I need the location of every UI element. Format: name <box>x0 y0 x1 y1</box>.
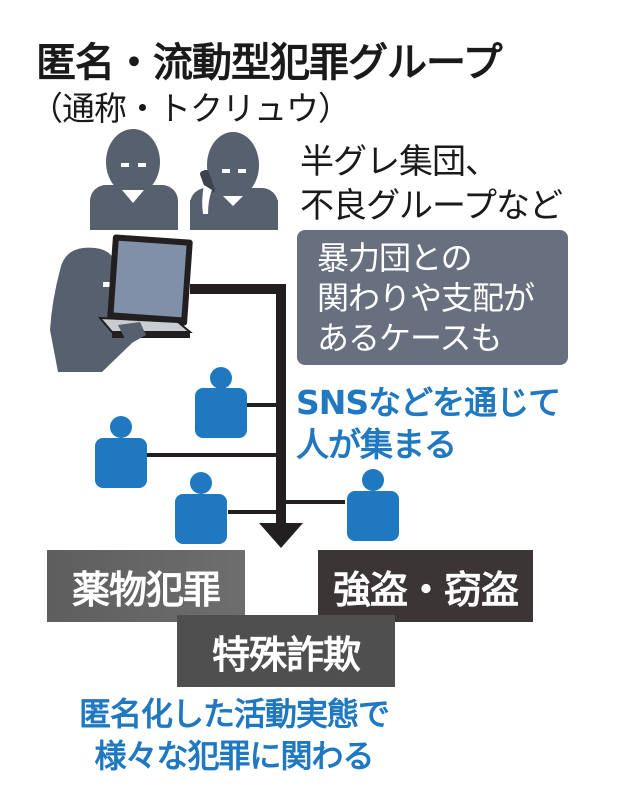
sns-note: SNSなどを通じて 人が集まる <box>296 382 561 466</box>
person-icon <box>175 472 227 544</box>
conclusion-text: 匿名化した活動実態で 様々な犯罪に関わる <box>0 693 618 777</box>
group-label: 半グレ集団、 不良グループなど <box>300 140 563 228</box>
sns-note-line2: 人が集まる <box>296 425 457 464</box>
yakuza-note-text: 暴力団との 関わりや支配が あるケースも <box>317 238 535 358</box>
man-on-phone-icon <box>190 132 278 230</box>
diagram-title: 匿名・流動型犯罪グループ <box>36 40 503 86</box>
man-at-computer-icon <box>50 234 193 372</box>
person-icon <box>195 367 247 438</box>
flow-lines <box>146 284 345 525</box>
yakuza-note-line2: 関わりや支配が <box>317 279 535 317</box>
yakuza-note-line1: 暴力団との <box>317 239 473 277</box>
yakuza-note-box: 暴力団との 関わりや支配が あるケースも <box>297 230 568 365</box>
crime-box-robbery-theft: 強盗・窃盗 <box>318 550 533 622</box>
crime-box-drugs: 薬物犯罪 <box>47 550 245 622</box>
conclusion-line1: 匿名化した活動実態で <box>78 695 390 733</box>
person-icon <box>95 416 147 488</box>
down-arrow-icon <box>259 523 303 548</box>
hooded-man-icon <box>90 129 178 230</box>
conclusion-line2: 様々な犯罪に関わる <box>94 737 374 775</box>
group-label-line1: 半グレ集団、 <box>300 142 499 182</box>
crime-box-special-fraud: 特殊詐欺 <box>177 615 395 687</box>
yakuza-note-line3: あるケースも <box>317 319 502 357</box>
group-label-line2: 不良グループなど <box>300 186 563 226</box>
diagram-subtitle: （通称・トクリュウ） <box>30 89 351 128</box>
sns-note-line1: SNSなどを通じて <box>296 383 561 422</box>
person-icon <box>347 469 399 541</box>
